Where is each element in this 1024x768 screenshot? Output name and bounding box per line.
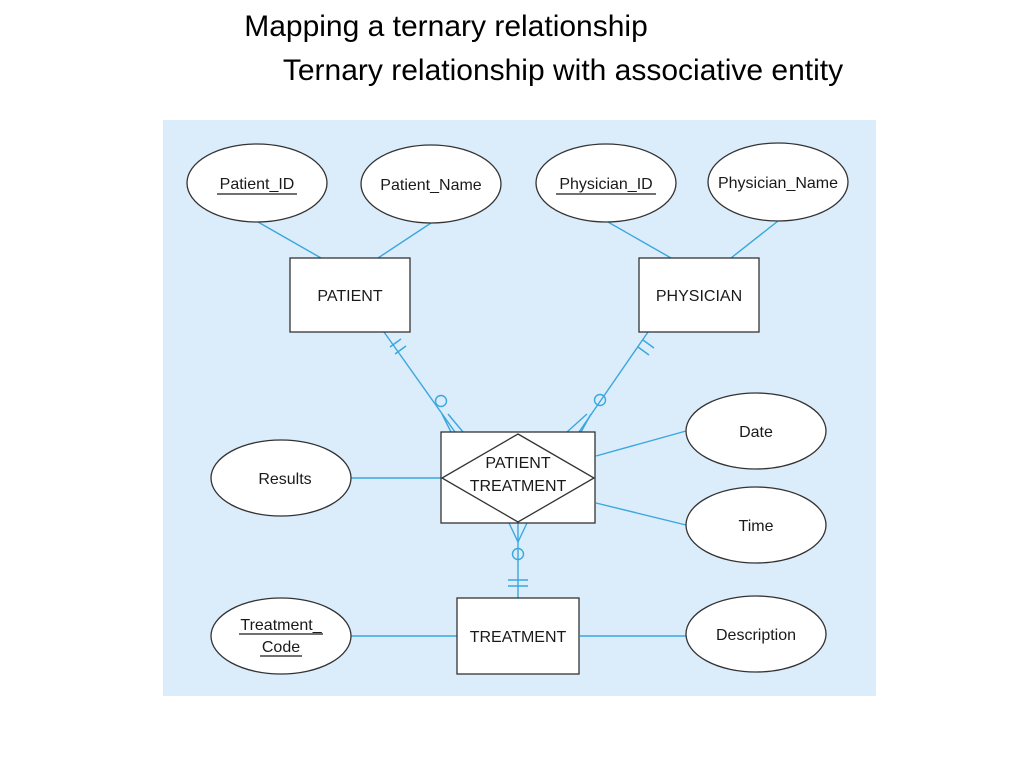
svg-text:Patient_Name: Patient_Name bbox=[380, 177, 481, 194]
page-title: Mapping a ternary relationship bbox=[244, 10, 648, 43]
crows-foot-right bbox=[447, 413, 464, 433]
attribute-description: Description bbox=[685, 595, 827, 673]
crows-foot-right bbox=[517, 522, 528, 543]
svg-text:Results: Results bbox=[258, 471, 311, 488]
page-subtitle: Ternary relationship with associative en… bbox=[282, 54, 844, 87]
svg-text:Date: Date bbox=[739, 424, 773, 441]
svg-text:Treatment_: Treatment_ bbox=[240, 617, 322, 634]
svg-text:PHYSICIAN: PHYSICIAN bbox=[656, 288, 742, 305]
relationship-patient-link bbox=[383, 331, 464, 433]
connector-patient-name bbox=[377, 222, 432, 259]
relationship-physician-link bbox=[566, 331, 655, 433]
connector-physician-id bbox=[607, 221, 672, 259]
svg-text:Physician_ID: Physician_ID bbox=[559, 176, 652, 193]
connector-physician-name bbox=[730, 220, 779, 259]
associative-entity-patient-treatment: PATIENT TREATMENT bbox=[440, 431, 596, 524]
attribute-results: Results bbox=[210, 439, 352, 517]
svg-text:Description: Description bbox=[716, 627, 796, 644]
optional-circle bbox=[593, 393, 607, 407]
svg-text:Time: Time bbox=[739, 518, 774, 535]
attribute-connectors bbox=[257, 220, 779, 637]
crows-foot-left bbox=[508, 522, 519, 543]
attribute-physician-id: Physician_ID bbox=[535, 143, 677, 223]
relationship-treatment-link bbox=[508, 522, 528, 598]
crows-foot-right bbox=[580, 413, 592, 433]
mandatory-one-bar-2 bbox=[394, 345, 407, 355]
svg-text:TREATMENT: TREATMENT bbox=[470, 629, 567, 646]
svg-text:PATIENT: PATIENT bbox=[317, 288, 382, 305]
optional-circle bbox=[511, 547, 525, 561]
entity-physician: PHYSICIAN bbox=[638, 257, 760, 333]
svg-text:Code: Code bbox=[262, 639, 300, 656]
mandatory-one-bar-1 bbox=[389, 338, 402, 348]
attribute-date: Date bbox=[685, 392, 827, 470]
optional-circle bbox=[434, 394, 448, 408]
entity-patient: PATIENT bbox=[289, 257, 411, 333]
crows-foot-left bbox=[566, 413, 588, 433]
svg-text:Physician_Name: Physician_Name bbox=[718, 175, 838, 192]
mandatory-one-bar-1 bbox=[642, 339, 655, 349]
connector-patient-id bbox=[257, 221, 322, 259]
svg-text:PATIENT: PATIENT bbox=[485, 455, 550, 472]
connector-time bbox=[595, 502, 687, 526]
svg-text:TREATMENT: TREATMENT bbox=[470, 478, 567, 495]
entity-treatment: TREATMENT bbox=[456, 597, 580, 675]
attribute-physician-name: Physician_Name bbox=[707, 142, 849, 222]
attribute-patient-name: Patient_Name bbox=[360, 144, 502, 224]
attribute-treatment-code: Treatment_ Code bbox=[210, 597, 352, 675]
mandatory-one-bar-2 bbox=[637, 346, 650, 356]
connector-date bbox=[595, 430, 687, 457]
er-diagram: Patient_ID Patient_Name Physician_ID Phy… bbox=[163, 120, 876, 696]
svg-text:Patient_ID: Patient_ID bbox=[220, 176, 295, 193]
attribute-patient-id: Patient_ID bbox=[186, 143, 328, 223]
attribute-time: Time bbox=[685, 486, 827, 564]
crows-foot-left bbox=[441, 413, 452, 433]
